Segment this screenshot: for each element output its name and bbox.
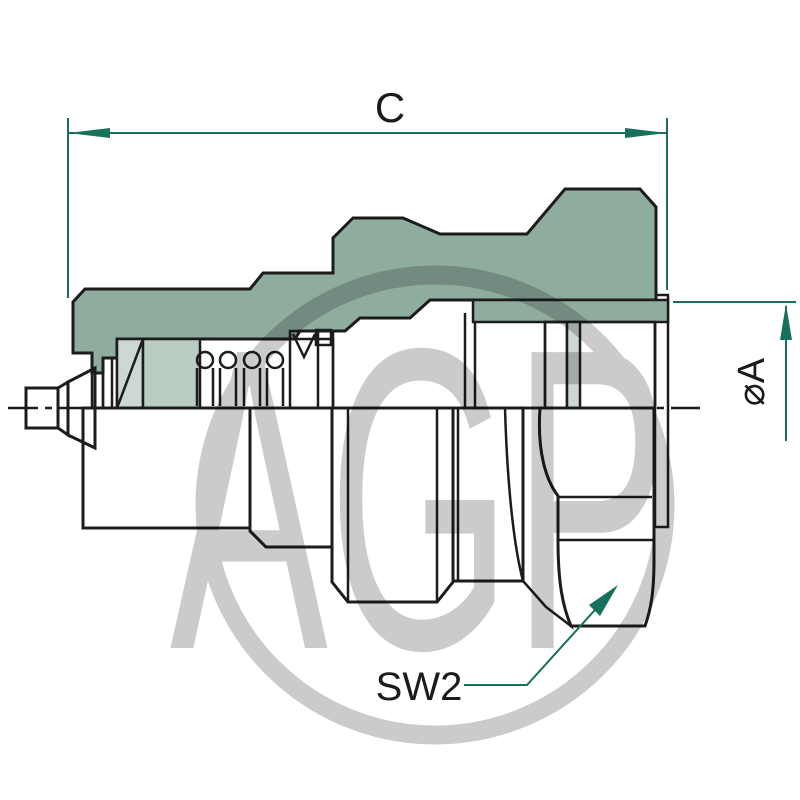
leader-arrowhead-icon <box>589 585 618 616</box>
wrench-size-callout: SW2 <box>376 585 618 709</box>
arrowhead-up-icon <box>780 304 792 340</box>
leader-line <box>464 589 614 686</box>
nose-cone <box>66 365 97 451</box>
watermark-text: AGP <box>170 260 670 740</box>
diameter-dim-label: ⌀A <box>731 357 773 406</box>
arrowhead-right-icon <box>625 128 667 138</box>
dimension-diameter-a: ⌀A <box>673 301 796 441</box>
dimension-c: C <box>67 84 668 298</box>
watermark: AGP <box>170 260 675 745</box>
wrench-size-label: SW2 <box>376 665 463 709</box>
detent-square <box>314 328 333 347</box>
wedge-seal-hatched <box>115 337 145 410</box>
spring-coil <box>218 350 238 370</box>
arrowhead-left-icon <box>68 128 110 138</box>
length-dim-label: C <box>375 84 405 131</box>
spring-coil <box>195 350 215 370</box>
watermark-circle <box>195 265 675 745</box>
washer-ring <box>101 356 119 410</box>
